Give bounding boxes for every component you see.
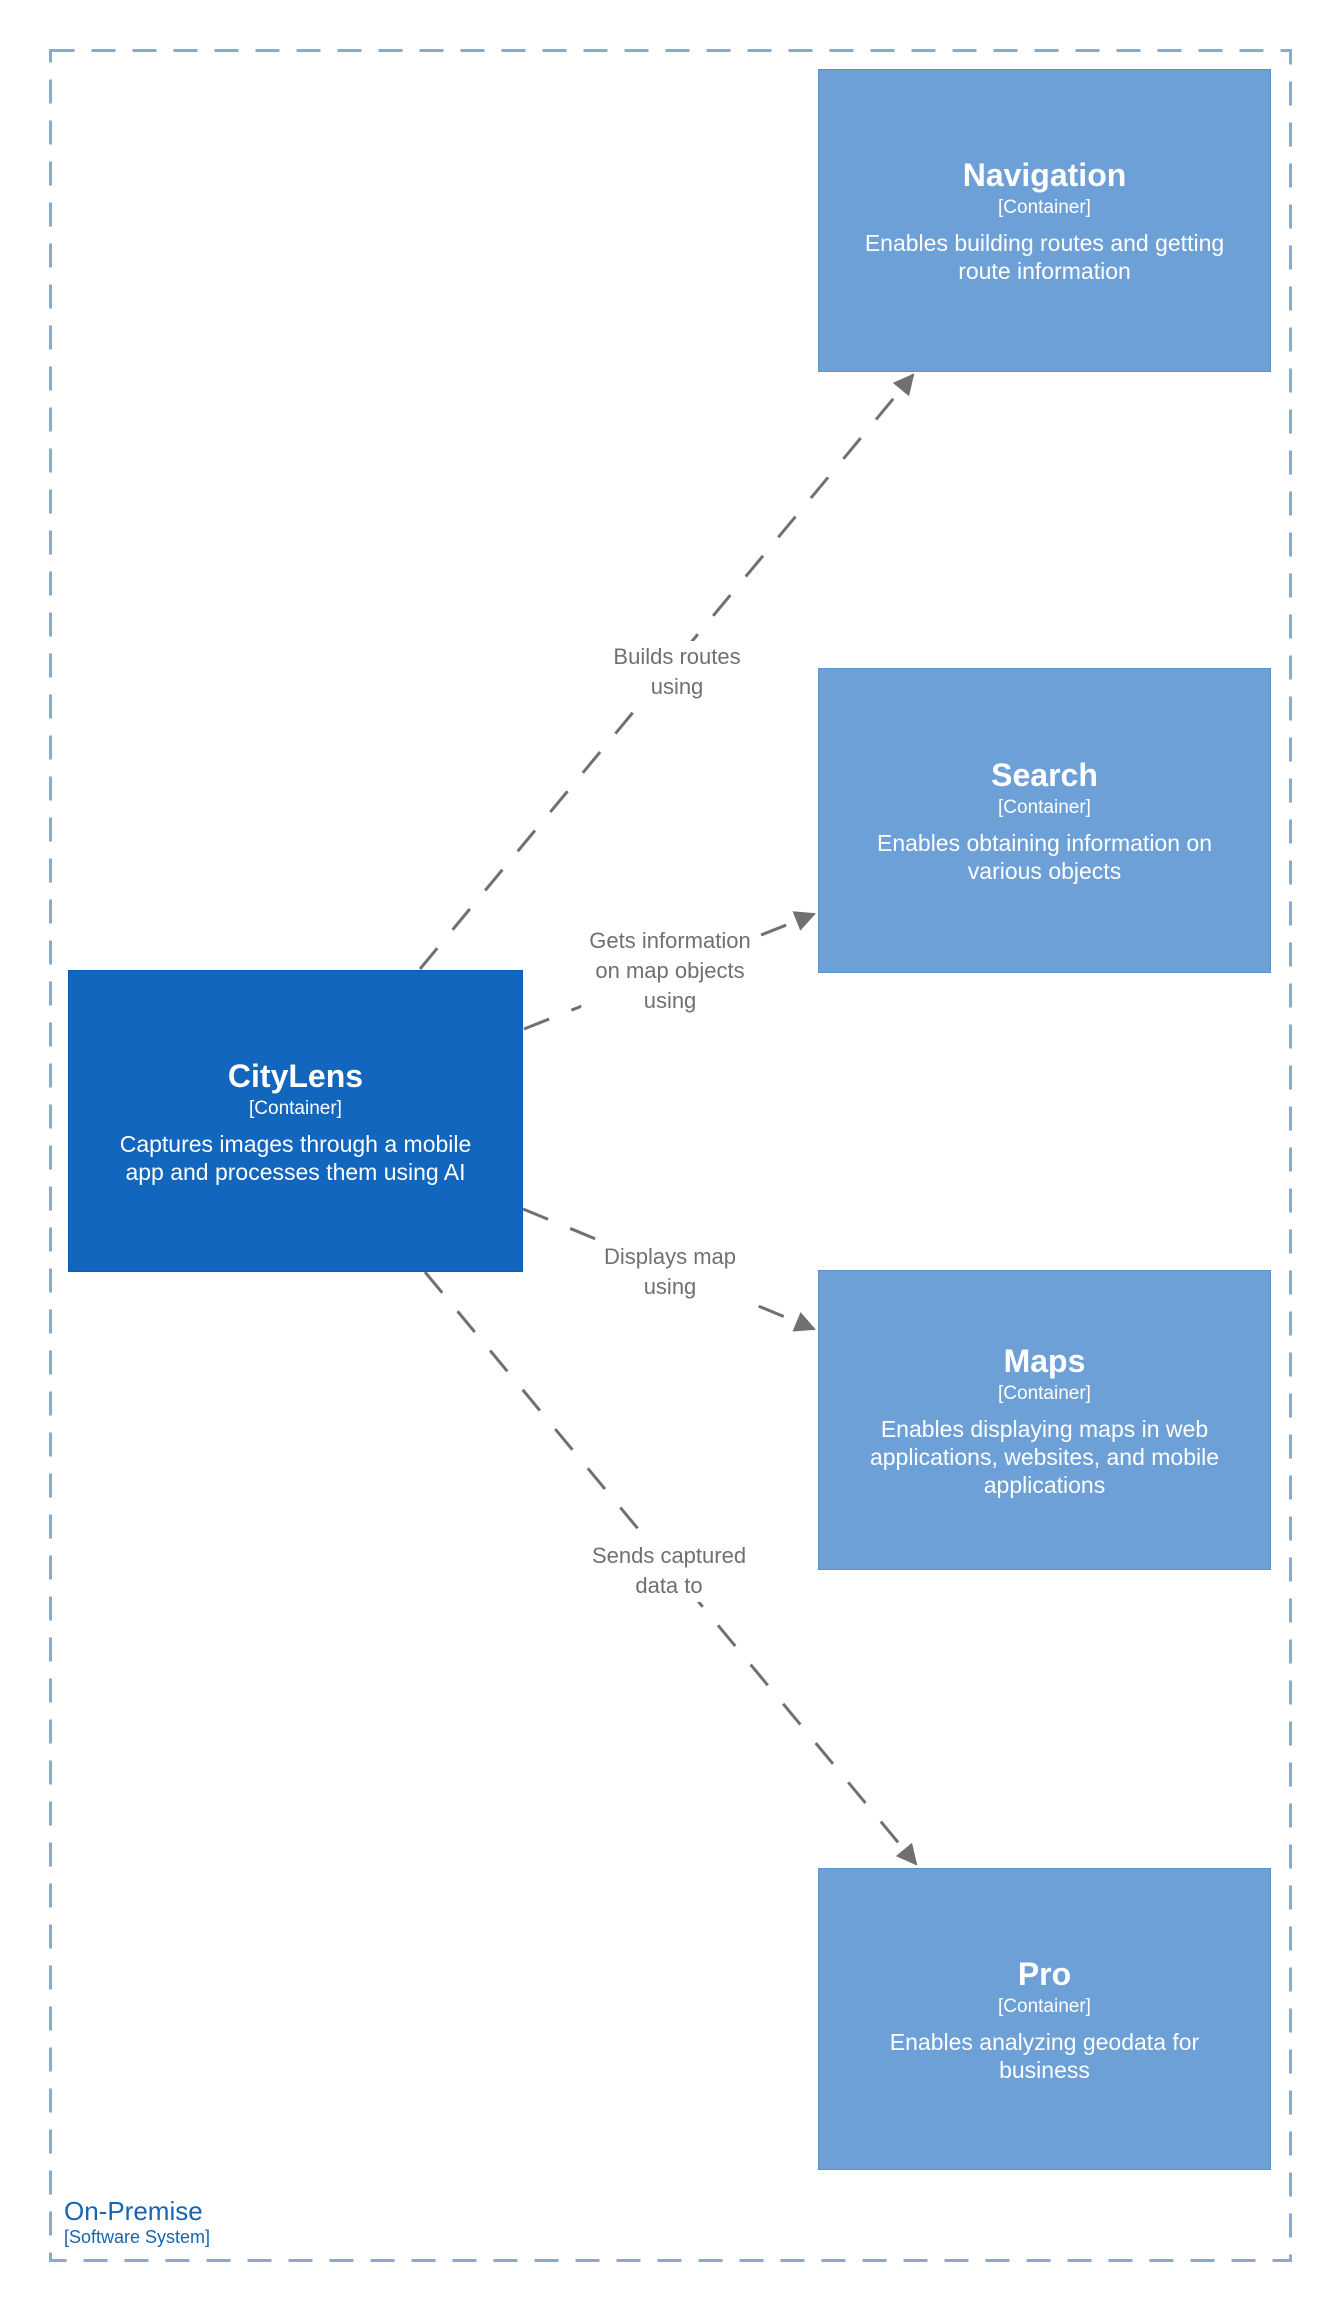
description-line: Enables obtaining information on bbox=[876, 830, 1212, 856]
edge-label-line: using bbox=[650, 674, 704, 699]
edge-label-line: Displays map bbox=[603, 1244, 737, 1269]
description-line: app and processes them using AI bbox=[125, 1158, 466, 1185]
description-line: route information bbox=[958, 258, 1131, 284]
container-pro-tag: [Container] bbox=[998, 1995, 1091, 2017]
container-search: Search [Container] Enables obtaining inf… bbox=[818, 668, 1271, 973]
description-line: business bbox=[999, 2056, 1090, 2083]
container-maps-title: Maps bbox=[1003, 1342, 1086, 1379]
description-line: Captures images through a mobile bbox=[119, 1130, 472, 1157]
container-navigation-tag: [Container] bbox=[998, 197, 1091, 218]
boundary-name: On-Premise bbox=[64, 2196, 203, 2226]
description-line: Enables building routes and getting bbox=[864, 230, 1225, 256]
edge-label-line: Gets information bbox=[589, 928, 751, 953]
container-search-description: Enables obtaining information on various… bbox=[877, 829, 1212, 885]
description-line: applications, websites, and mobile bbox=[869, 1443, 1220, 1470]
container-citylens-description: Captures images through a mobile app and… bbox=[120, 1130, 472, 1186]
description-line: various objects bbox=[967, 858, 1122, 884]
edge-label-line: using bbox=[643, 1274, 697, 1299]
container-citylens-title: CityLens bbox=[227, 1057, 364, 1094]
edge-label-line: Sends captured bbox=[591, 1543, 747, 1568]
edge-label-sends-data: Sends captured data to bbox=[583, 1540, 755, 1602]
description-line: applications bbox=[983, 1471, 1106, 1498]
boundary-type: [Software System] bbox=[64, 2227, 211, 2247]
container-pro-description: Enables analyzing geodata for business bbox=[890, 2028, 1199, 2084]
container-citylens: CityLens [Container] Captures images thr… bbox=[68, 970, 523, 1272]
container-maps-description: Enables displaying maps in web applicati… bbox=[870, 1415, 1219, 1499]
container-pro: Pro [Container] Enables analyzing geodat… bbox=[818, 1868, 1271, 2170]
edge-label-gets-info: Gets information on map objects using bbox=[581, 925, 759, 1017]
edge-label-line: Builds routes bbox=[613, 644, 741, 669]
container-navigation-title: Navigation bbox=[962, 157, 1127, 193]
container-maps: Maps [Container] Enables displaying maps… bbox=[818, 1270, 1271, 1570]
container-citylens-tag: [Container] bbox=[249, 1097, 342, 1119]
boundary-border bbox=[49, 49, 1292, 2262]
edge-label-builds-routes: Builds routes using bbox=[605, 641, 749, 703]
container-navigation: Navigation [Container] Enables building … bbox=[818, 69, 1271, 372]
container-pro-title: Pro bbox=[1017, 1955, 1072, 1992]
edge-label-line: using bbox=[643, 988, 697, 1013]
description-line: Enables displaying maps in web bbox=[880, 1415, 1209, 1442]
edge-label-displays-map: Displays map using bbox=[595, 1241, 745, 1303]
boundary-label: On-Premise [Software System] bbox=[64, 2196, 210, 2248]
container-maps-tag: [Container] bbox=[998, 1382, 1091, 1404]
container-search-tag: [Container] bbox=[998, 797, 1091, 818]
edge-label-line: data to bbox=[635, 1573, 703, 1598]
edge-builds-routes-line bbox=[418, 373, 915, 970]
edge-sends-data-line bbox=[423, 1271, 918, 1866]
container-navigation-description: Enables building routes and getting rout… bbox=[865, 229, 1224, 285]
description-line: Enables analyzing geodata for bbox=[889, 2028, 1200, 2055]
edge-label-line: on map objects bbox=[595, 958, 745, 983]
container-search-title: Search bbox=[991, 757, 1098, 793]
